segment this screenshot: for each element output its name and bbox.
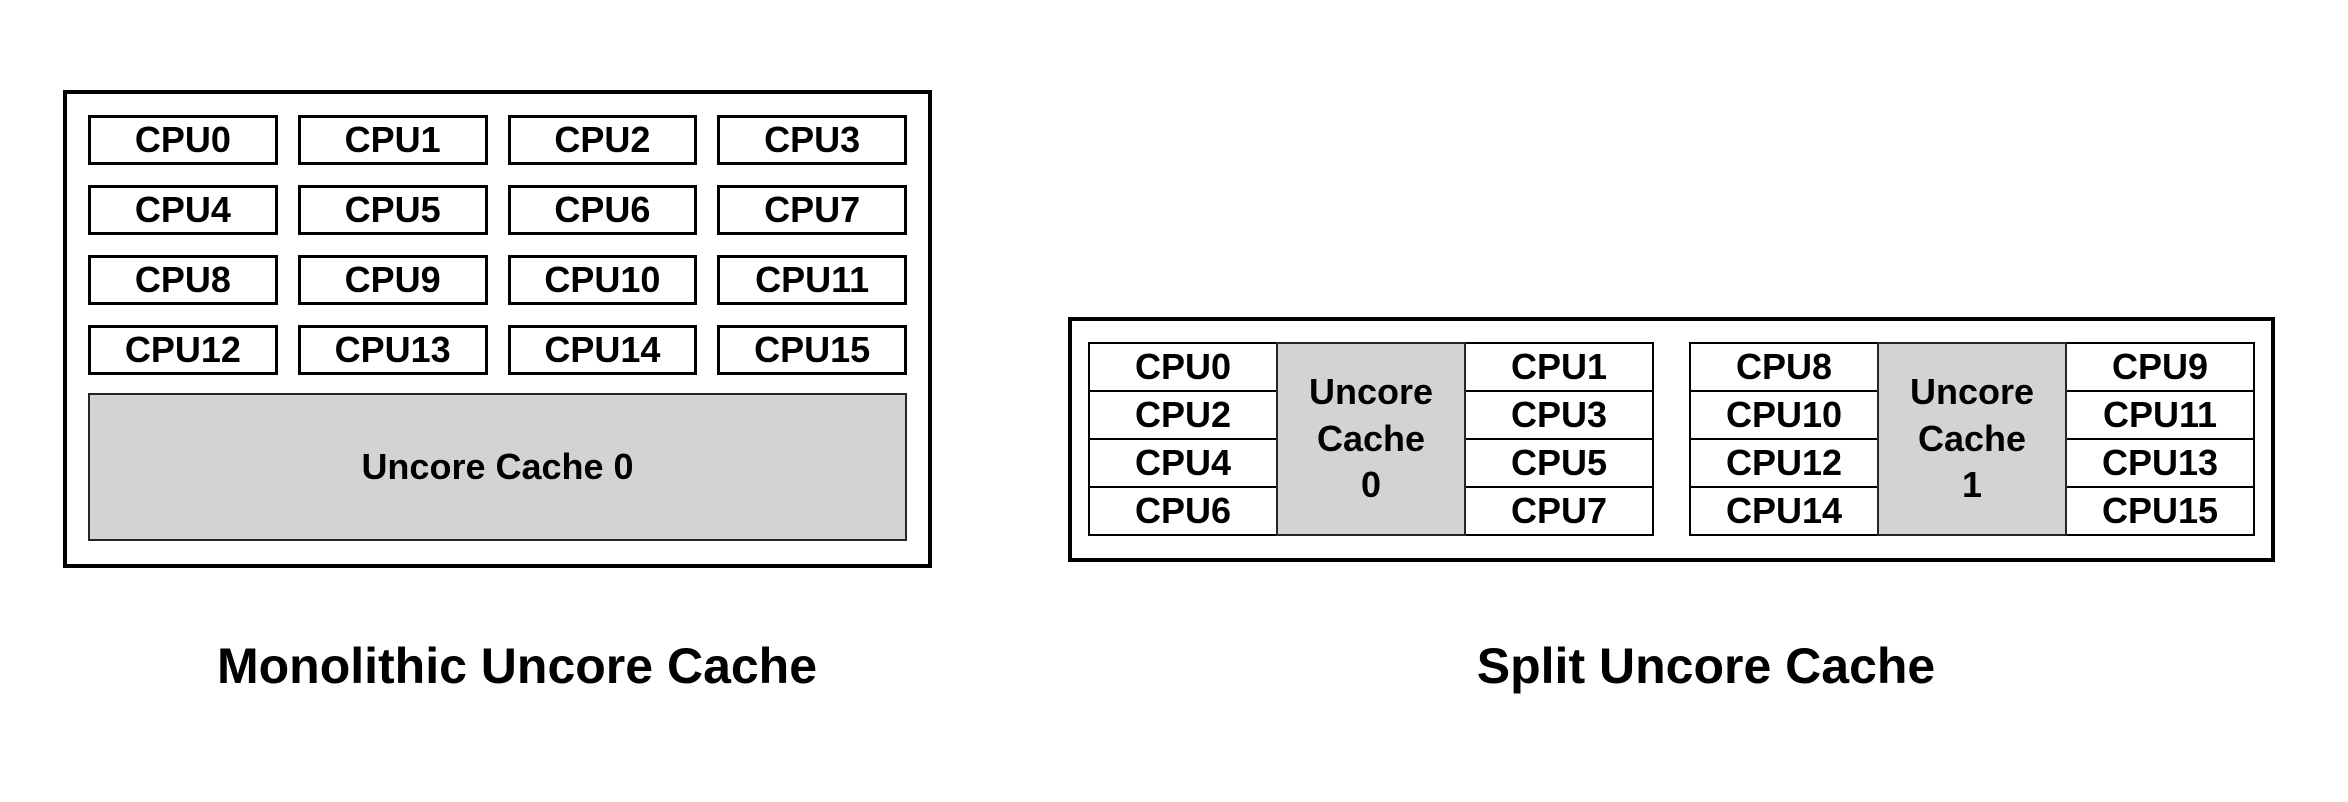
cpu-column-odd: CPU1 CPU3 CPU5 CPU7 xyxy=(1464,342,1654,536)
cpu-box: CPU15 xyxy=(717,325,907,375)
uncore-cache-1-box: Uncore Cache 1 xyxy=(1877,342,2067,536)
cpu-box: CPU8 xyxy=(1689,342,1879,392)
cpu-box: CPU5 xyxy=(297,185,488,235)
split-package-box: CPU0 CPU2 CPU4 CPU6 Uncore Cache 0 CPU1 … xyxy=(1068,317,2275,562)
cpu-box: CPU12 xyxy=(1689,438,1879,488)
cpu-box: CPU15 xyxy=(2065,486,2255,536)
cpu-box: CPU9 xyxy=(2065,342,2255,392)
cpu-box: CPU3 xyxy=(1464,390,1654,440)
cpu-box: CPU14 xyxy=(1689,486,1879,536)
cpu-box: CPU6 xyxy=(507,185,698,235)
uncore-cache-0-box: Uncore Cache 0 xyxy=(88,393,907,541)
cpu-box: CPU10 xyxy=(1689,390,1879,440)
cpu-box: CPU12 xyxy=(88,325,278,375)
cpu-box: CPU6 xyxy=(1088,486,1278,536)
cpu-box: CPU14 xyxy=(507,325,698,375)
cpu-box: CPU0 xyxy=(88,115,278,165)
cache-label-line: Uncore xyxy=(1909,370,2035,412)
cache-label-line: 1 xyxy=(1961,464,1983,506)
cache-group-0: CPU0 CPU2 CPU4 CPU6 Uncore Cache 0 CPU1 … xyxy=(1088,342,1654,536)
cpu-box: CPU0 xyxy=(1088,342,1278,392)
cpu-box: CPU7 xyxy=(717,185,907,235)
split-caption: Split Uncore Cache xyxy=(1476,638,1936,694)
cpu-box: CPU2 xyxy=(507,115,698,165)
cpu-column-even: CPU0 CPU2 CPU4 CPU6 xyxy=(1088,342,1278,536)
cache-label-line: Cache xyxy=(1316,417,1426,459)
cpu-box: CPU4 xyxy=(1088,438,1278,488)
cpu-box: CPU8 xyxy=(88,255,278,305)
cpu-box: CPU7 xyxy=(1464,486,1654,536)
cache-label-line: Uncore xyxy=(1308,370,1434,412)
cpu-column-odd: CPU9 CPU11 CPU13 CPU15 xyxy=(2065,342,2255,536)
monolithic-package-box: CPU0 CPU1 CPU2 CPU3 CPU4 CPU5 CPU6 CPU7 … xyxy=(63,90,932,568)
cpu-box: CPU5 xyxy=(1464,438,1654,488)
cpu-box: CPU9 xyxy=(297,255,488,305)
cpu-box: CPU10 xyxy=(507,255,698,305)
cpu-box: CPU3 xyxy=(717,115,907,165)
cpu-box: CPU2 xyxy=(1088,390,1278,440)
cpu-box: CPU13 xyxy=(2065,438,2255,488)
cpu-box: CPU11 xyxy=(717,255,907,305)
cache-label-line: 0 xyxy=(1360,464,1382,506)
cpu-box: CPU11 xyxy=(2065,390,2255,440)
cpu-box: CPU1 xyxy=(297,115,488,165)
uncore-cache-0-box: Uncore Cache 0 xyxy=(1276,342,1466,536)
cpu-column-even: CPU8 CPU10 CPU12 CPU14 xyxy=(1689,342,1879,536)
cache-label-line: Cache xyxy=(1917,417,2027,459)
cache-group-1: CPU8 CPU10 CPU12 CPU14 Uncore Cache 1 CP… xyxy=(1689,342,2255,536)
cpu-box: CPU13 xyxy=(297,325,488,375)
monolithic-caption: Monolithic Uncore Cache xyxy=(216,638,818,694)
monolithic-cpu-grid: CPU0 CPU1 CPU2 CPU3 CPU4 CPU5 CPU6 CPU7 … xyxy=(88,115,907,375)
cpu-box: CPU1 xyxy=(1464,342,1654,392)
cpu-box: CPU4 xyxy=(88,185,278,235)
